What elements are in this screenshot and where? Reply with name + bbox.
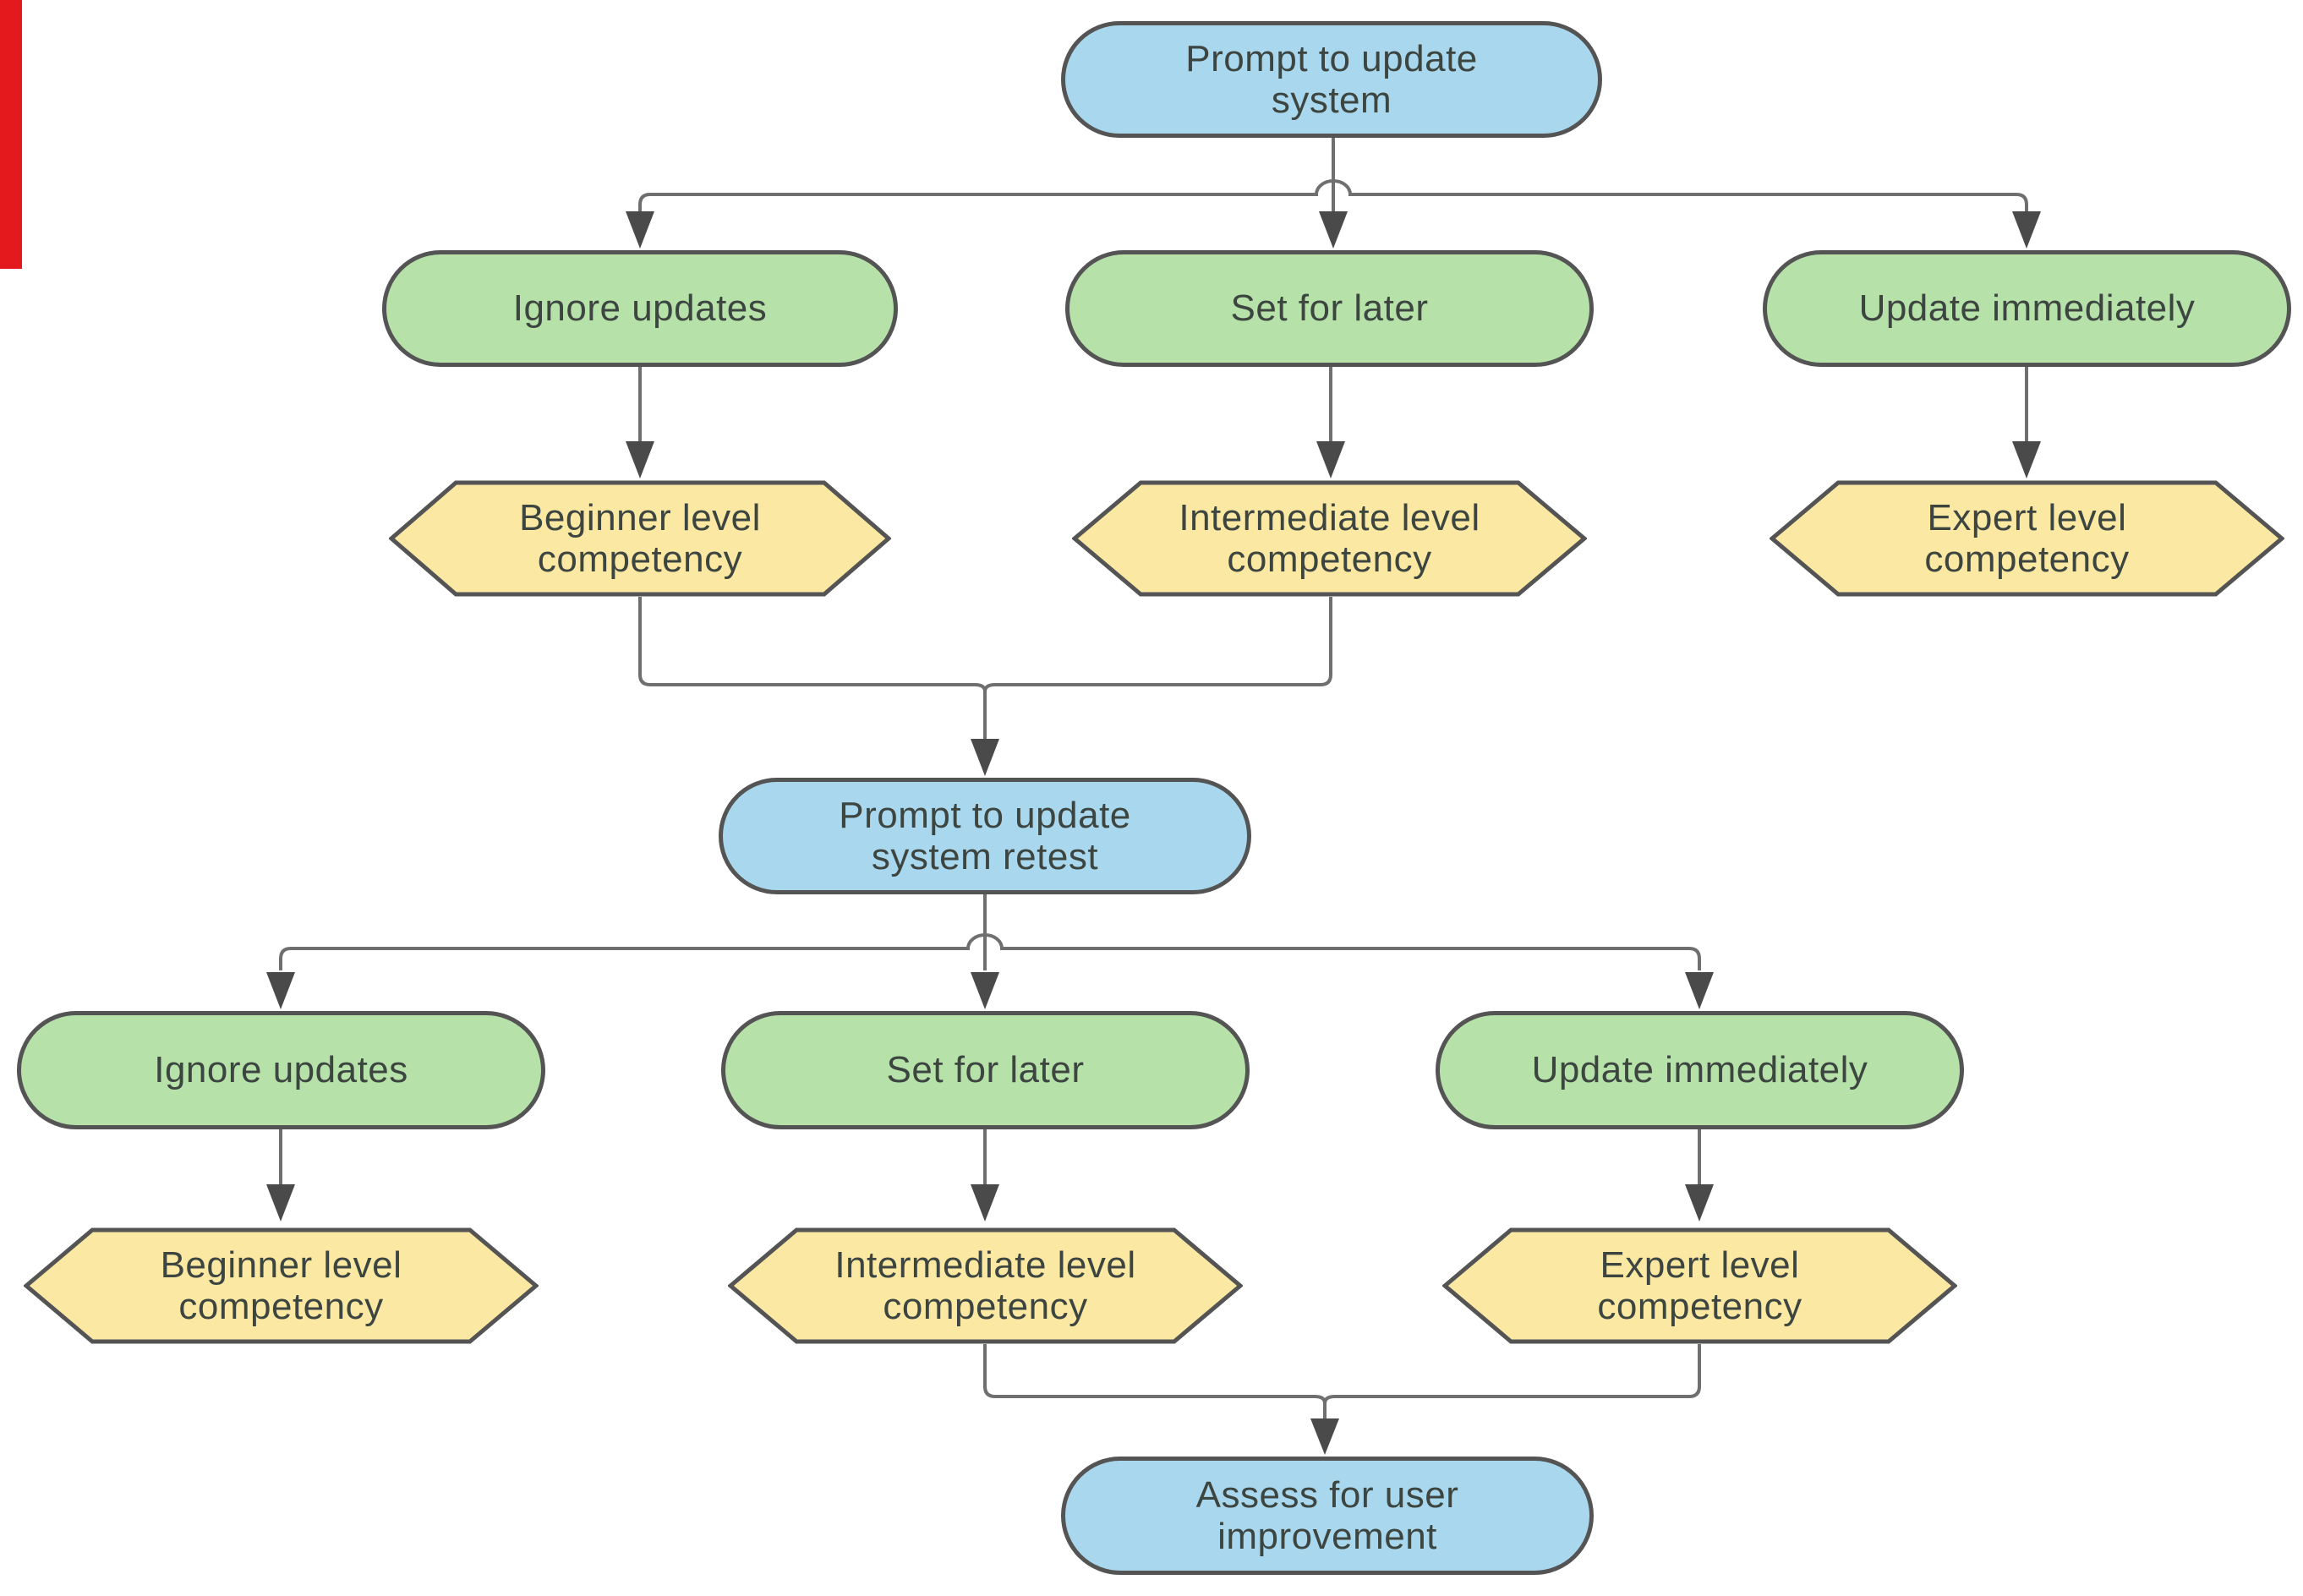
node-set-for-later-1: Set for later (1065, 250, 1594, 367)
node-label: Ignore updates (512, 287, 768, 330)
arrowhead (266, 1184, 295, 1222)
node-set-for-later-2: Set for later (721, 1011, 1250, 1129)
hexagon-shape (1072, 480, 1587, 597)
node-ignore-updates-1: Ignore updates (382, 250, 898, 367)
node-label: Expert level competency (1924, 496, 2130, 580)
hexagon-shape (728, 1227, 1243, 1344)
arrowhead (1310, 1418, 1339, 1455)
hexagon-shape (389, 480, 891, 597)
node-update-immediately-1: Update immediately (1763, 250, 2291, 367)
arrowhead (2012, 211, 2041, 249)
hexagon-shape (24, 1227, 539, 1344)
arrowhead (971, 972, 999, 1009)
node-assess-for-user-improvement: Assess for user improvement (1061, 1457, 1594, 1575)
node-label: Ignore updates (154, 1049, 408, 1091)
node-label: Beginner level competency (160, 1243, 402, 1327)
node-prompt-to-update-system: Prompt to update system (1061, 21, 1602, 138)
node-expert-level-competency-1: Expert level competency (1770, 480, 2284, 597)
hexagon-shape (1770, 480, 2284, 597)
node-label: Prompt to update system retest (839, 794, 1131, 877)
node-beginner-level-competency-2: Beginner level competency (24, 1227, 539, 1344)
node-label: Set for later (886, 1049, 1085, 1091)
node-expert-level-competency-2: Expert level competency (1442, 1227, 1957, 1344)
edge-intermediate1-merge (983, 597, 1332, 692)
node-label: Update immediately (1531, 1049, 1868, 1091)
node-label: Intermediate level competency (1179, 496, 1480, 580)
node-label: Update immediately (1858, 287, 2196, 330)
node-prompt-to-update-system-retest: Prompt to update system retest (719, 778, 1251, 894)
left-edge-red-bar (0, 0, 22, 269)
edge-expert2-merge (1323, 1344, 1701, 1404)
edge-branch2-rail (279, 933, 1701, 970)
node-beginner-level-competency-1: Beginner level competency (389, 480, 891, 597)
arrowhead (2012, 441, 2041, 478)
node-label: Prompt to update system (1185, 37, 1478, 121)
arrowhead (1685, 972, 1714, 1009)
arrowhead (971, 739, 999, 776)
arrowhead (1685, 1184, 1714, 1222)
node-label: Beginner level competency (519, 496, 761, 580)
edge-intermediate2-merge (983, 1344, 1327, 1404)
node-update-immediately-2: Update immediately (1436, 1011, 1964, 1129)
node-ignore-updates-2: Ignore updates (17, 1011, 545, 1129)
edge-branch1-rail (638, 179, 2028, 213)
arrowhead (266, 972, 295, 1009)
node-intermediate-level-competency-1: Intermediate level competency (1072, 480, 1587, 597)
arrowhead (1316, 441, 1345, 478)
arrowhead (1319, 211, 1348, 249)
arrowhead (971, 1184, 999, 1222)
hexagon-shape (1442, 1227, 1957, 1344)
node-label: Expert level competency (1597, 1243, 1802, 1327)
node-label: Set for later (1230, 287, 1429, 330)
edge-beginner1-merge (638, 597, 987, 692)
arrowhead (626, 441, 654, 478)
node-intermediate-level-competency-2: Intermediate level competency (728, 1227, 1243, 1344)
arrowhead (626, 211, 654, 249)
node-label: Intermediate level competency (834, 1243, 1136, 1327)
node-label: Assess for user improvement (1195, 1473, 1459, 1557)
